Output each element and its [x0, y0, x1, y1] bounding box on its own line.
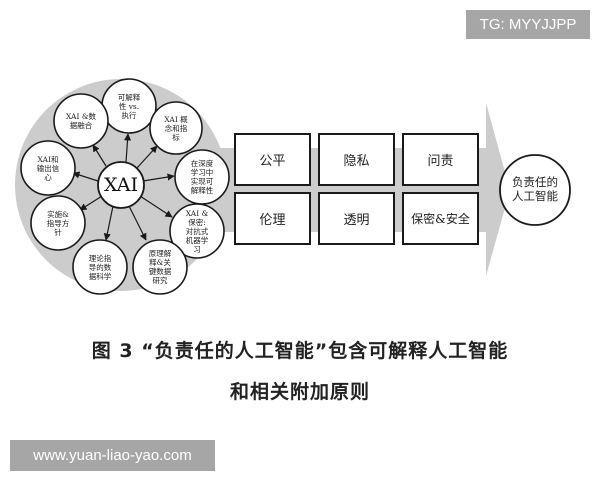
- text-line: 解释性: [190, 186, 214, 195]
- satellite-principle-explanation-key-data: 原理解 释&关 键数据 研究: [137, 249, 183, 285]
- satellite-theory-guided-data-science: 理论指 导的数 据科学: [77, 254, 123, 281]
- text-line: 针: [54, 228, 62, 237]
- text-line: 理论指: [88, 254, 112, 263]
- text-line: XAI &数: [65, 112, 96, 121]
- text-line: 键数据: [148, 267, 172, 276]
- text-line: 习: [193, 245, 201, 254]
- responsible-ai-diagram: XAI 可解释 性 vs. 执行 XAI 概 念和指 标 在深度 学习中 实现可…: [15, 78, 571, 295]
- text-line: 保密:: [188, 218, 206, 227]
- text-line: 对抗式: [185, 227, 209, 236]
- satellite-explainability-vs-execution: 可解释 性 vs. 执行: [106, 93, 152, 120]
- xai-center-circle: [97, 161, 145, 209]
- text-line: XAI 概: [164, 115, 188, 124]
- text-line: 释&关: [149, 258, 171, 267]
- text-line: 原理解: [148, 249, 172, 258]
- text-line: 实施&: [47, 210, 69, 219]
- text-line: 在深度: [190, 159, 214, 168]
- text-line: 性 vs.: [118, 102, 140, 111]
- text-line: 念和指: [164, 124, 188, 133]
- text-line: 据科学: [88, 272, 112, 281]
- text-line: 人工智能: [512, 189, 558, 203]
- figure-caption-line1: 图 3 “负责任的人工智能”包含可解释人工智能: [91, 340, 509, 362]
- principle-ethics: 伦理: [234, 192, 311, 245]
- text-line: 据融合: [69, 121, 93, 130]
- text-line: 研究: [152, 276, 168, 285]
- watermark-site: www.yuan-liao-yao.com: [10, 440, 215, 471]
- text-line: 实现可: [190, 177, 214, 186]
- figure-caption-line2: 和相关附加原则: [229, 381, 370, 403]
- text-line: 输出信: [36, 164, 60, 173]
- text-line: 学习中: [190, 168, 214, 177]
- principle-accountability: 问责: [402, 133, 479, 186]
- satellite-xai-output-confidence: XAI和 输出信 心: [25, 155, 71, 182]
- principle-privacy: 隐私: [318, 133, 395, 186]
- satellite-xai-concepts-metrics: XAI 概 念和指 标: [153, 115, 199, 142]
- text-line: 导的数: [88, 263, 112, 272]
- result-label: 负责任的 人工智能: [505, 175, 565, 203]
- text-line: XAI和: [37, 155, 59, 164]
- principle-fairness: 公平: [234, 133, 311, 186]
- satellite-circles: [20, 78, 230, 295]
- principle-security-privacy: 保密&安全: [402, 192, 479, 245]
- satellite-deep-learning-explainability: 在深度 学习中 实现可 解释性: [179, 159, 225, 195]
- watermark-tg: TG: MYYJJPP: [466, 10, 590, 39]
- text-line: 标: [172, 133, 180, 142]
- xai-center-label: XAI: [103, 174, 139, 196]
- satellite-implementation-guidelines: 实施& 指导方 针: [35, 210, 81, 237]
- principle-transparency: 透明: [318, 192, 395, 245]
- satellite-xai-data-fusion: XAI &数 据融合: [58, 112, 104, 130]
- text-line: XAI &: [185, 209, 209, 218]
- text-line: 指导方: [46, 219, 70, 228]
- satellite-xai-privacy-adversarial-ml: XAI & 保密: 对抗式 机器学 习: [174, 209, 220, 254]
- text-line: 可解释: [117, 93, 141, 102]
- spokes: [72, 133, 175, 241]
- text-line: 心: [44, 173, 52, 182]
- big-arrow: [215, 103, 510, 276]
- text-line: 负责任的: [512, 175, 558, 189]
- result-circle: [499, 154, 571, 226]
- text-line: 机器学: [185, 236, 209, 245]
- text-line: 执行: [121, 111, 137, 120]
